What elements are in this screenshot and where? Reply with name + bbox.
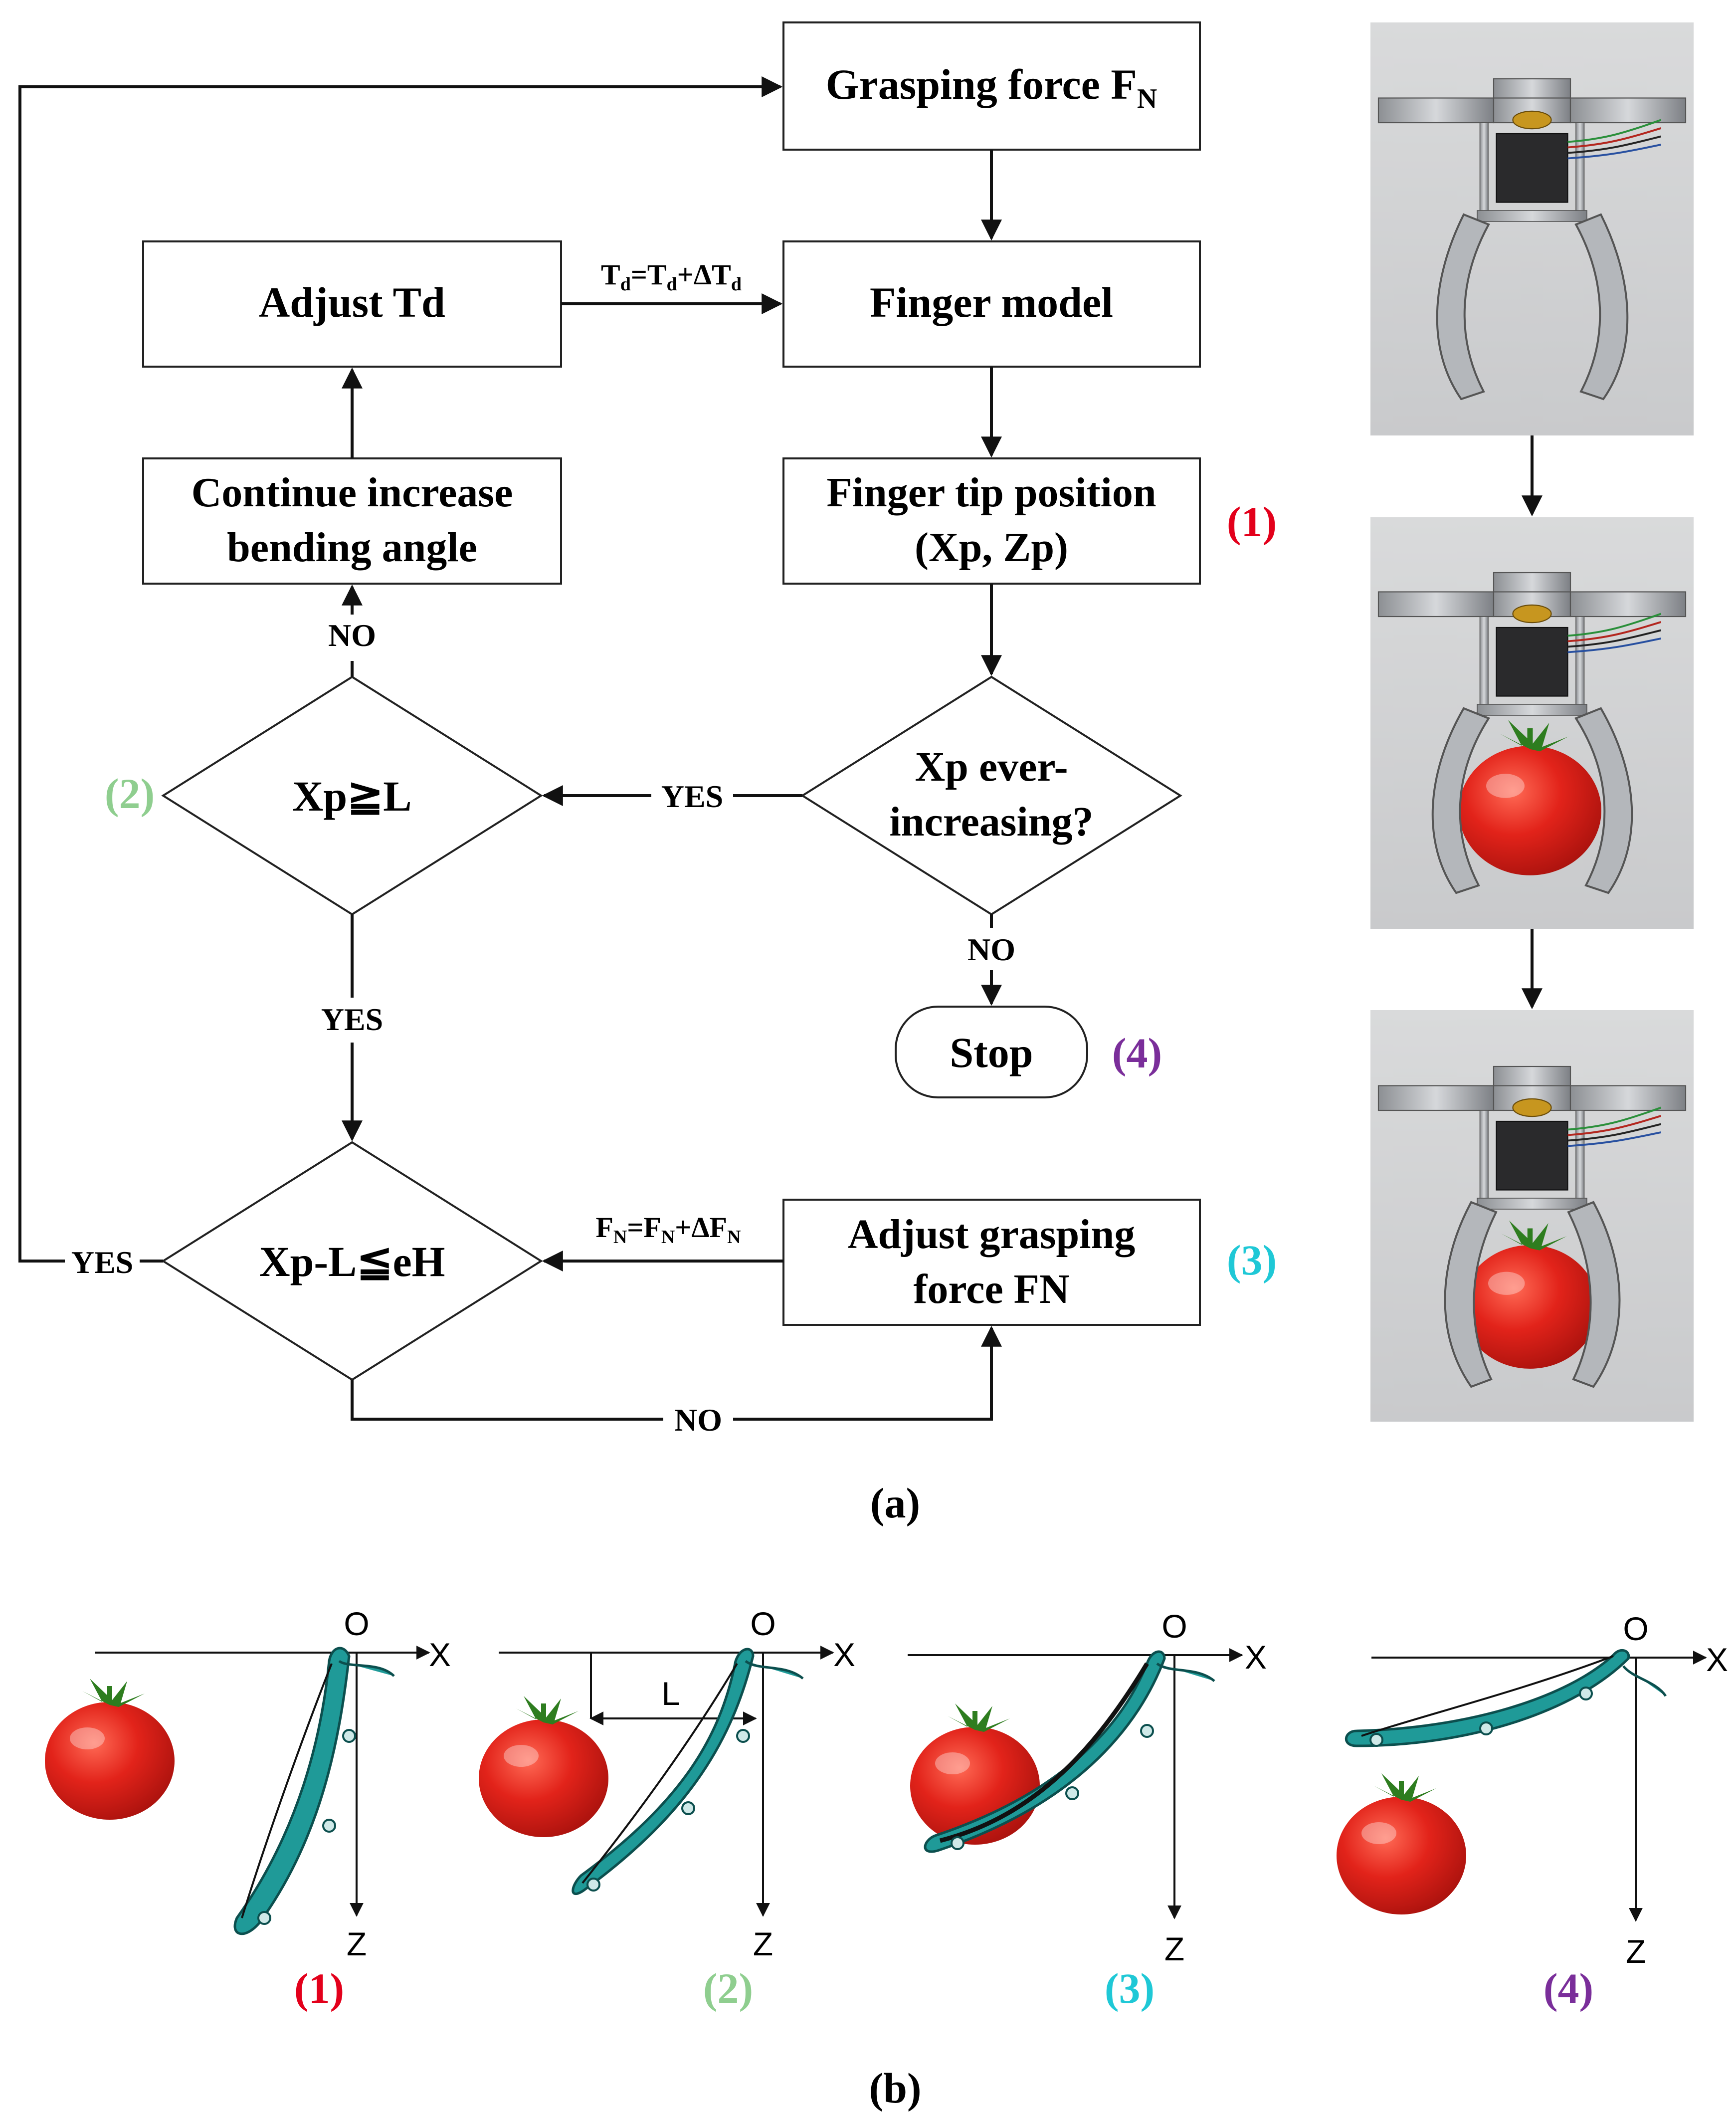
continue-box <box>142 457 562 585</box>
axis-z: Z <box>753 1925 773 1962</box>
decision-ever-line2: increasing? <box>889 799 1093 845</box>
photo-hold-tomato <box>1370 1010 1694 1422</box>
finger-model-box <box>782 240 1201 368</box>
panel-1: O X Z (1) <box>45 1605 451 2012</box>
axis-z: Z <box>347 1925 367 1962</box>
decision-eh-label: Xp-L≦eH <box>259 1238 445 1285</box>
tip-position-box <box>782 457 1201 585</box>
panel-1-label: (1) <box>294 1964 344 2012</box>
decision-ever-increasing <box>800 675 1182 916</box>
adjust-force-line2: force FN <box>913 1266 1069 1312</box>
marker-2: (2) <box>105 770 155 818</box>
continue-label-line2: bending angle <box>227 524 477 571</box>
caption-b: (b) <box>869 2064 921 2112</box>
marker-1: (1) <box>1227 498 1277 546</box>
no-label-continue: NO <box>328 618 376 653</box>
axis-origin: O <box>1623 1610 1648 1647</box>
flowchart: Grasping force FN Adjust Td Finger model… <box>18 21 1277 1438</box>
panel-4: O X Z (4) <box>1337 1610 1728 2012</box>
tip-position-line2: (Xp, Zp) <box>915 524 1068 571</box>
grasping-force-label: Grasping force FN <box>826 60 1157 114</box>
axis-z: Z <box>1164 1930 1184 1967</box>
photo-open-gripper <box>1370 22 1694 435</box>
td-update-equation: Td=Td+ΔTd <box>601 258 742 295</box>
marker-3: (3) <box>1227 1236 1277 1284</box>
yes-label-down: YES <box>321 1002 384 1037</box>
panel-4-label: (4) <box>1543 1964 1593 2012</box>
axis-origin: O <box>1161 1608 1187 1645</box>
axis-x: X <box>833 1636 855 1673</box>
tip-position-line1: Finger tip position <box>826 469 1156 516</box>
decision-ever-line1: Xp ever- <box>915 744 1068 790</box>
yes-label-increasing: YES <box>661 779 724 814</box>
axis-x: X <box>429 1636 451 1673</box>
gripper-photos <box>1370 22 1694 1422</box>
stop-terminal <box>895 1006 1088 1098</box>
no-label-stop: NO <box>967 932 1015 967</box>
marker-4: (4) <box>1112 1029 1162 1077</box>
adjust-force-box <box>782 1199 1201 1326</box>
decision-xp-ge-l-label: Xp≧L <box>292 772 411 820</box>
axis-origin: O <box>750 1605 775 1642</box>
photo-grasp-tomato <box>1370 517 1694 929</box>
panel-3: O X Z (3) <box>908 1608 1267 2012</box>
caption-a: (a) <box>870 1479 920 1527</box>
adjust-force-line1: Adjust grasping <box>848 1211 1135 1258</box>
panel-2-label: (2) <box>703 1964 753 2012</box>
panel-2: L O X Z (2) <box>479 1605 855 2012</box>
grasping-force-box <box>782 21 1201 151</box>
axis-l: L <box>662 1675 680 1712</box>
stop-label: Stop <box>950 1029 1033 1076</box>
yes-label-loop: YES <box>71 1245 134 1280</box>
axis-x: X <box>1706 1641 1728 1678</box>
adjust-td-label: Adjust Td <box>259 278 445 326</box>
finger-1 <box>233 1647 351 1935</box>
finger-model-label: Finger model <box>870 278 1113 326</box>
continue-label-line1: Continue increase <box>192 469 513 516</box>
axis-origin: O <box>344 1605 369 1642</box>
adjust-td-box <box>142 240 562 368</box>
axis-x: X <box>1245 1639 1267 1676</box>
axis-z: Z <box>1626 1933 1646 1970</box>
panel-3-label: (3) <box>1105 1964 1155 2012</box>
fn-update-equation: FN=FN+ΔFN <box>595 1211 741 1248</box>
no-label-force: NO <box>674 1402 722 1438</box>
